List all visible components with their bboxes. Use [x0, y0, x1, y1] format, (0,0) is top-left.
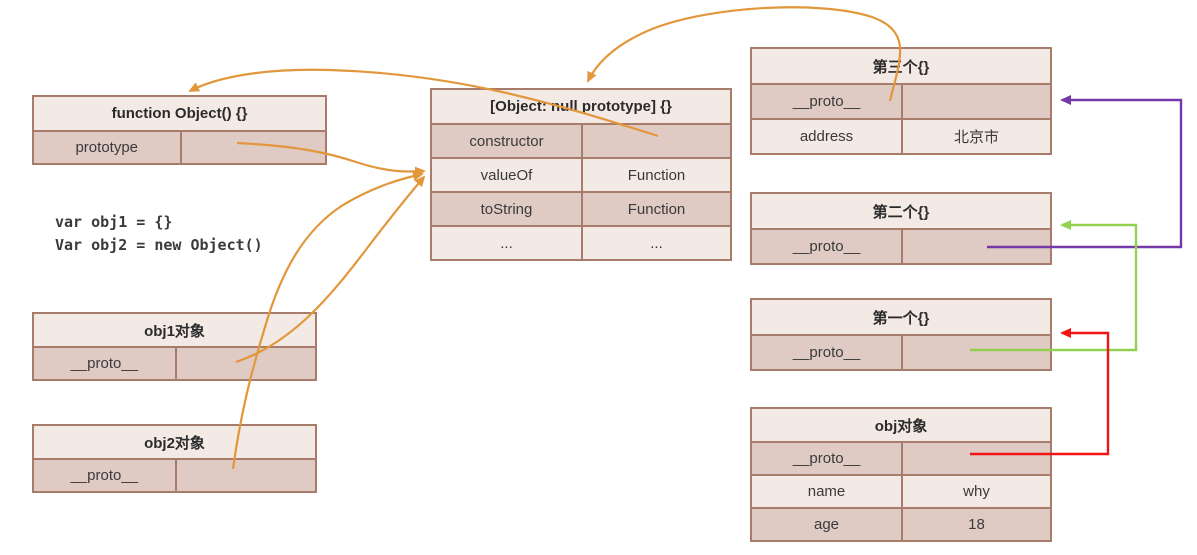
- table-row: __proto__: [34, 458, 315, 491]
- second-object-table: 第二个{} __proto__: [750, 192, 1052, 265]
- row-key: address: [799, 128, 854, 145]
- table-title: 第二个{}: [752, 194, 1050, 228]
- code-line-2: Var obj2 = new Object(): [55, 236, 263, 254]
- table-title: obj2对象: [34, 426, 315, 458]
- table-title: 第三个{}: [752, 49, 1050, 83]
- row-value: [174, 460, 316, 491]
- obj1-table: obj1对象 __proto__: [32, 312, 317, 381]
- row-key: __proto__: [792, 344, 861, 361]
- row-key: __proto__: [70, 355, 139, 372]
- obj-object-table: obj对象 __proto__ name why age 18: [750, 407, 1052, 542]
- row-key: age: [813, 516, 840, 533]
- table-title: 第一个{}: [752, 300, 1050, 334]
- row-key: prototype: [75, 139, 139, 156]
- row-value: Function: [581, 193, 730, 225]
- third-object-table: 第三个{} __proto__ address 北京市: [750, 47, 1052, 155]
- table-row: __proto__: [752, 441, 1050, 474]
- null-prototype-table: [Object: null prototype] {} constructor …: [430, 88, 732, 261]
- row-value: [179, 132, 326, 163]
- table-title: [Object: null prototype] {}: [432, 90, 730, 123]
- table-row: __proto__: [752, 83, 1050, 118]
- code-line-1: var obj1 = {}: [55, 213, 173, 231]
- row-value: [901, 85, 1050, 118]
- row-value: Function: [581, 159, 730, 191]
- row-key: ...: [500, 234, 513, 252]
- table-row: valueOf Function: [432, 157, 730, 191]
- row-value: [581, 125, 730, 157]
- function-object-table: function Object() {} prototype: [32, 95, 327, 165]
- row-key: name: [807, 483, 846, 500]
- obj2-table: obj2对象 __proto__: [32, 424, 317, 493]
- row-value: why: [901, 476, 1050, 507]
- row-key: constructor: [469, 132, 544, 150]
- code-snippet: var obj1 = {} Var obj2 = new Object(): [55, 211, 263, 257]
- table-row: age 18: [752, 507, 1050, 540]
- table-row: prototype: [34, 130, 325, 163]
- row-key: toString: [480, 200, 533, 218]
- table-title: obj对象: [752, 409, 1050, 441]
- row-value: [901, 443, 1050, 474]
- table-row: ... ...: [432, 225, 730, 259]
- row-value: [901, 230, 1050, 263]
- table-row: toString Function: [432, 191, 730, 225]
- table-row: __proto__: [752, 228, 1050, 263]
- table-row: constructor: [432, 123, 730, 157]
- row-key: __proto__: [70, 467, 139, 484]
- table-row: name why: [752, 474, 1050, 507]
- row-key: __proto__: [792, 450, 861, 467]
- row-key: __proto__: [792, 93, 861, 110]
- first-object-table: 第一个{} __proto__: [750, 298, 1052, 371]
- row-key: valueOf: [480, 166, 533, 184]
- table-row: address 北京市: [752, 118, 1050, 153]
- row-value: [901, 336, 1050, 369]
- table-title: function Object() {}: [34, 97, 325, 130]
- table-row: __proto__: [34, 346, 315, 379]
- row-key: __proto__: [792, 238, 861, 255]
- table-row: __proto__: [752, 334, 1050, 369]
- row-value: 北京市: [901, 120, 1050, 153]
- table-title: obj1对象: [34, 314, 315, 346]
- row-value: 18: [901, 509, 1050, 540]
- row-value: ...: [581, 227, 730, 259]
- row-value: [174, 348, 316, 379]
